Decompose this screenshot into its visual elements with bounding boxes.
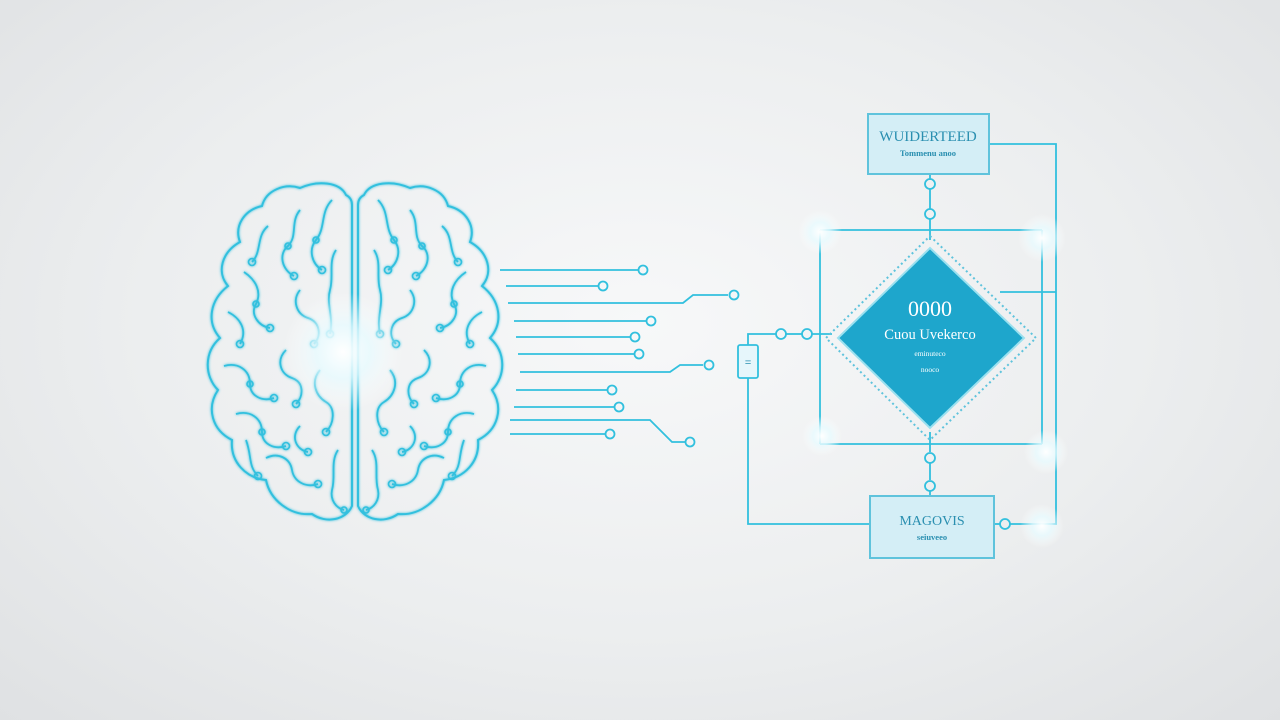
signal-line-10 <box>510 419 685 443</box>
signal-terminal-4 <box>645 315 657 327</box>
left-connector-node-1 <box>801 328 813 340</box>
signal-terminal-3 <box>728 289 740 301</box>
signal-line-7 <box>520 364 703 373</box>
glow-dot-3 <box>802 416 842 456</box>
signal-lines <box>500 264 740 448</box>
signal-terminal-9 <box>613 401 625 413</box>
right-hemisphere-outline <box>357 182 504 521</box>
bottom-box-subtitle: seiuveeo <box>917 532 947 542</box>
signal-terminal-6 <box>633 348 645 360</box>
signal-terminal-7 <box>703 359 715 371</box>
glow-dot-5 <box>1020 504 1064 548</box>
top-connector-node-1 <box>924 178 936 190</box>
side-component-icon: = <box>737 344 759 379</box>
bottom-box: MAGOVIS seiuveeo <box>869 495 995 559</box>
brain-glow <box>283 292 403 412</box>
decision-diamond: 0000 Cuou Uvekerco eminuteco nooco <box>824 234 1038 442</box>
glow-dot-4 <box>1024 430 1068 474</box>
top-box-title: WUIDERTEED <box>879 129 977 145</box>
signal-terminal-1 <box>637 264 649 276</box>
bottom-box-right-node <box>999 518 1011 530</box>
left-connector-node-2 <box>775 328 787 340</box>
diamond-line-2: nooco <box>921 365 940 374</box>
glow-dot-2 <box>1018 214 1066 262</box>
bottom-connector-node-2 <box>924 480 936 492</box>
top-connector-node-2 <box>924 208 936 220</box>
signal-terminal-11 <box>604 428 616 440</box>
bottom-box-title: MAGOVIS <box>899 514 964 529</box>
top-box-subtitle: Tommenu anoo <box>900 148 956 158</box>
signal-terminal-5 <box>629 331 641 343</box>
glow-dot-1 <box>798 210 842 254</box>
bottom-connector-node-1 <box>924 452 936 464</box>
top-box: WUIDERTEED Tommenu anoo <box>867 113 990 175</box>
signal-line-3 <box>508 294 728 304</box>
diamond-code: 0000 <box>908 296 952 321</box>
signal-terminal-10 <box>684 436 696 448</box>
signal-terminal-8 <box>606 384 618 396</box>
diamond-line-1: eminuteco <box>914 349 945 358</box>
signal-terminal-2 <box>597 280 609 292</box>
side-component-label: = <box>745 358 752 370</box>
left-hemisphere-outline <box>206 182 353 521</box>
glow-dots <box>798 210 1068 548</box>
diamond-title: Cuou Uvekerco <box>884 327 975 343</box>
